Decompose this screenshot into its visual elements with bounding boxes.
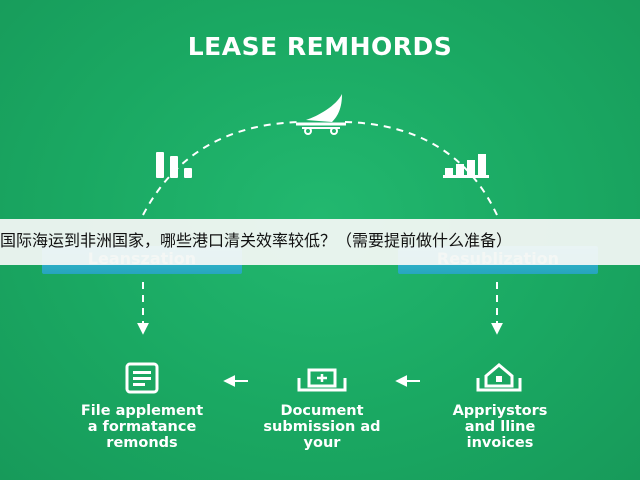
sail-icon (296, 94, 346, 135)
step-file-line-1: File applement (80, 403, 204, 419)
diagram-title: LEASE REMHORDS (187, 32, 453, 61)
step-document-label: Document submission ad your (242, 403, 402, 451)
step-file-line-3: remonds (106, 435, 178, 451)
step-file-line-2: a formatance (87, 419, 197, 435)
rising-bars-icon (443, 154, 489, 178)
home-tray-icon (476, 363, 522, 392)
step-invoice-line-3: invoices (466, 435, 534, 451)
step-document-line-1: Document (280, 403, 364, 419)
step-invoice-line-2: and lline (464, 419, 536, 435)
question-overlay: 国际海运到非洲国家，哪些港口清关效率较低？（需要提前做什么准备） (0, 219, 640, 265)
document-list-icon (125, 362, 159, 394)
step-file-label: File applement a formatance remonds (62, 403, 222, 451)
cycle-arc (344, 121, 498, 216)
cycle-arc (142, 121, 301, 216)
step-document-line-2: submission ad (263, 419, 381, 435)
bar-chart-icon (156, 152, 192, 178)
step-document-line-3: your (303, 435, 341, 451)
step-invoice-label: Appriystors and lline invoices (420, 403, 580, 451)
folder-tray-icon (297, 368, 347, 392)
question-text: 国际海运到非洲国家，哪些港口清关效率较低？（需要提前做什么准备） (0, 231, 513, 250)
step-invoice-line-1: Appriystors (452, 403, 548, 419)
